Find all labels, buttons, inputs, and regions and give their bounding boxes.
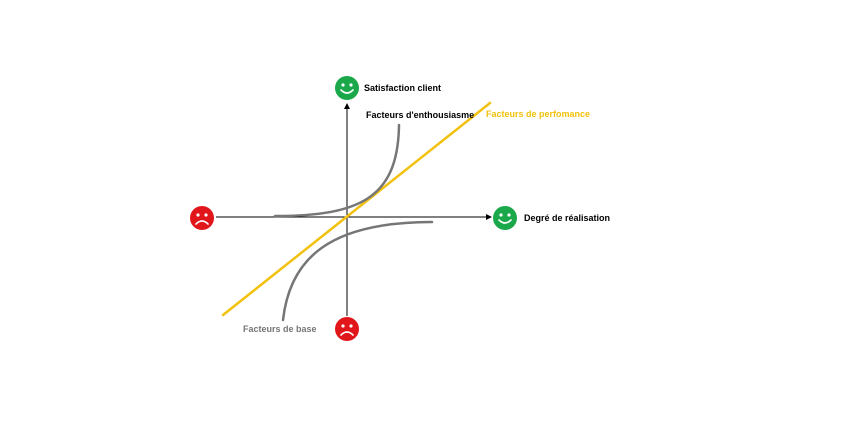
enthusiasm-label: Facteurs d'enthousiasme bbox=[366, 110, 474, 120]
smiley-happy-icon bbox=[335, 76, 359, 100]
smiley-happy-icon bbox=[493, 206, 517, 230]
smiley-sad-icon bbox=[335, 317, 359, 341]
basic-label: Facteurs de base bbox=[243, 324, 317, 334]
performance-line bbox=[221, 101, 492, 317]
smiley-sad-icon bbox=[190, 206, 214, 230]
basic-curve bbox=[281, 220, 434, 322]
x-axis-label: Degré de réalisation bbox=[524, 213, 610, 223]
performance-label: Facteurs de perfomance bbox=[486, 109, 590, 119]
enthusiasm-curve bbox=[273, 123, 401, 218]
y-axis-label: Satisfaction client bbox=[364, 83, 441, 93]
